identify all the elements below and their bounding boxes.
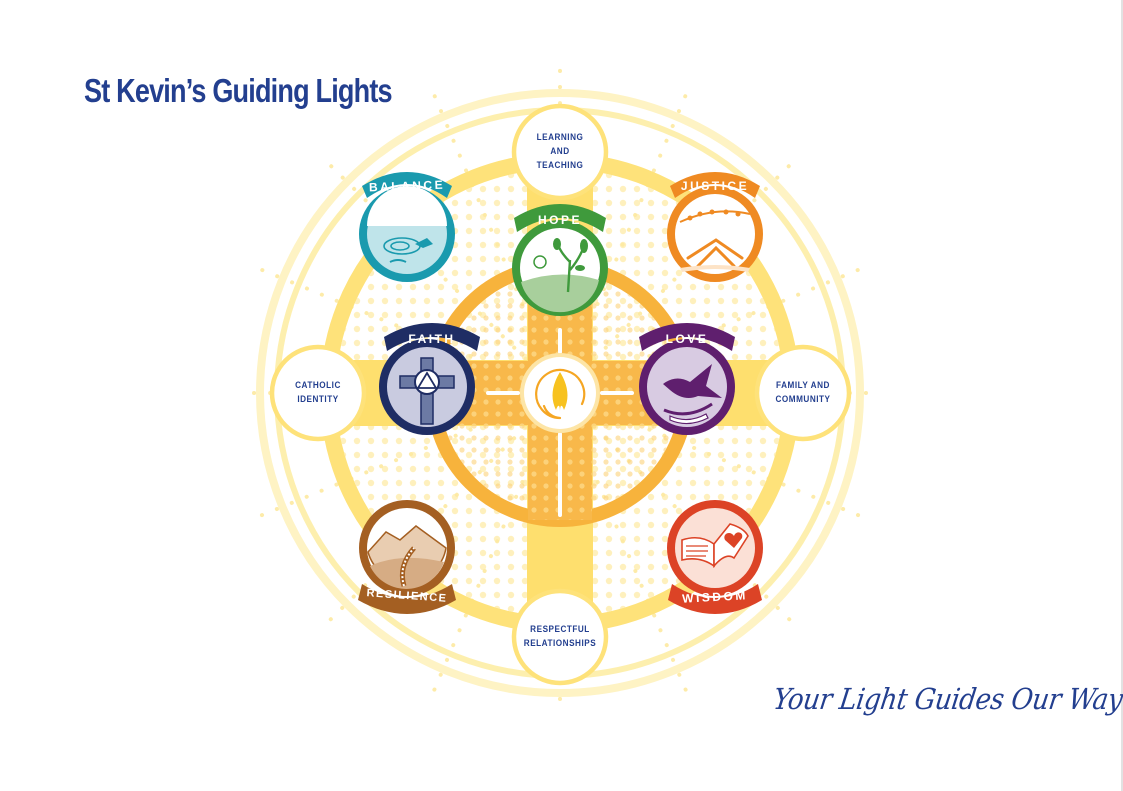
value-label-learning: LEARNING AND TEACHING: [526, 131, 595, 173]
candle-flame-icon: [520, 353, 600, 433]
value-circle-respectful: [511, 588, 609, 686]
value-line: LEARNING: [536, 132, 584, 143]
badge-love: [639, 323, 735, 435]
badge-label-justice: JUSTICE: [680, 179, 750, 193]
value-circle-catholic: [269, 344, 367, 442]
value-line: FAMILY AND: [776, 380, 830, 391]
value-label-respectful: RESPECTFUL RELATIONSHIPS: [517, 623, 603, 651]
value-circles: [269, 103, 852, 686]
page-title: St Kevin’s Guiding Lights: [84, 72, 393, 109]
value-line: CATHOLIC: [295, 380, 341, 391]
badge-faith: [379, 323, 480, 435]
badge-hope: [512, 204, 608, 316]
value-line: RESPECTFUL: [530, 624, 590, 635]
value-label-catholic: CATHOLIC IDENTITY: [284, 379, 353, 407]
badge-label-balance: BALANCE: [368, 177, 446, 195]
value-circle-family: [754, 344, 852, 442]
badge-wisdom: [667, 500, 763, 614]
value-line: RELATIONSHIPS: [523, 638, 597, 649]
badge-balance: [359, 172, 455, 282]
badge-label-hope: HOPE: [537, 213, 583, 227]
page-edge: [1121, 0, 1123, 791]
badge-label-faith: FAITH: [408, 332, 456, 346]
badge-justice: [667, 172, 763, 282]
value-label-family: FAMILY AND COMMUNITY: [769, 379, 838, 407]
badge-label-love: LOVE: [665, 332, 709, 346]
value-circle-learning: [511, 103, 609, 201]
value-line: TEACHING: [536, 160, 584, 171]
value-line: COMMUNITY: [775, 394, 831, 405]
tagline: Your Light Guides Our Way: [771, 682, 1123, 716]
value-line: AND: [550, 146, 570, 157]
value-line: IDENTITY: [297, 394, 339, 405]
badge-resilience: [358, 500, 456, 614]
